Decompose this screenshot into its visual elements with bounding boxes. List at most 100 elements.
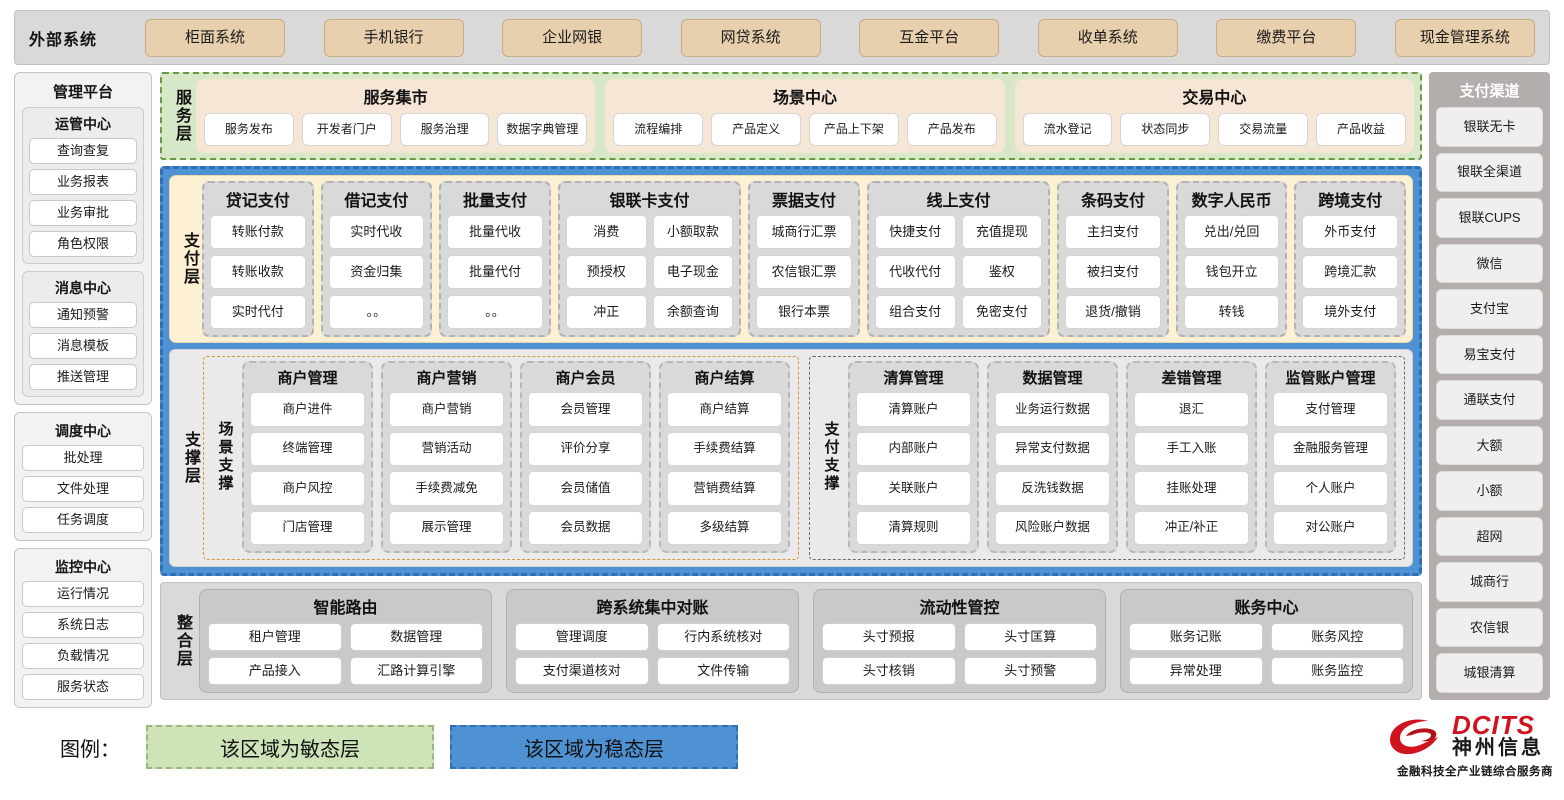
integration-item[interactable]: 租户管理 — [208, 623, 342, 651]
payment-item[interactable]: 城商行汇票 — [756, 215, 852, 249]
payment-item[interactable]: 预授权 — [565, 255, 647, 289]
support-item[interactable]: 会员管理 — [528, 392, 643, 427]
payment-channel-chip[interactable]: 微信 — [1436, 243, 1543, 284]
payment-item[interactable]: 转账付款 — [210, 215, 306, 249]
management-item[interactable]: 业务审批 — [29, 200, 137, 226]
payment-item[interactable]: 境外支付 — [1302, 295, 1399, 329]
support-item[interactable]: 支付管理 — [1273, 392, 1388, 427]
payment-channel-chip[interactable]: 易宝支付 — [1436, 334, 1543, 375]
payment-channel-chip[interactable]: 大额 — [1436, 425, 1543, 466]
payment-channel-chip[interactable]: 通联支付 — [1436, 380, 1543, 420]
management-item[interactable]: 消息模板 — [29, 333, 137, 359]
payment-item[interactable]: 电子现金 — [652, 255, 734, 289]
payment-item[interactable]: 批量代付 — [447, 255, 543, 289]
external-system-chip[interactable]: 缴费平台 — [1216, 18, 1357, 57]
support-item[interactable]: 清算规则 — [856, 510, 971, 545]
payment-item[interactable]: 充值提现 — [961, 215, 1043, 249]
management-item[interactable]: 批处理 — [22, 445, 144, 471]
support-item[interactable]: 退汇 — [1134, 392, 1249, 427]
payment-item[interactable]: 钱包开立 — [1183, 255, 1280, 289]
management-item[interactable]: 查询查复 — [29, 138, 137, 164]
management-item[interactable]: 文件处理 — [22, 476, 144, 502]
support-item[interactable]: 会员数据 — [528, 510, 643, 545]
integration-item[interactable]: 账务记账 — [1129, 623, 1263, 651]
integration-item[interactable]: 异常处理 — [1129, 657, 1263, 685]
service-item[interactable]: 交易流量 — [1218, 113, 1309, 146]
service-item[interactable]: 服务治理 — [399, 113, 490, 146]
support-item[interactable]: 商户风控 — [250, 471, 365, 506]
payment-item[interactable]: 农信银汇票 — [756, 255, 852, 289]
support-item[interactable]: 金融服务管理 — [1273, 431, 1388, 466]
support-item[interactable]: 展示管理 — [389, 510, 504, 545]
integration-item[interactable]: 汇路计算引擎 — [349, 657, 483, 685]
integration-item[interactable]: 头寸匡算 — [963, 623, 1097, 651]
payment-channel-chip[interactable]: 城银清算 — [1436, 653, 1543, 693]
management-item[interactable]: 推送管理 — [29, 364, 137, 390]
integration-item[interactable]: 账务风控 — [1270, 623, 1404, 651]
management-item[interactable]: 负载情况 — [22, 643, 144, 669]
service-item[interactable]: 流水登记 — [1022, 113, 1113, 146]
payment-item[interactable]: 批量代收 — [447, 215, 543, 249]
payment-channel-chip[interactable]: 银联无卡 — [1436, 107, 1543, 147]
payment-item[interactable]: 银行本票 — [756, 295, 852, 329]
payment-channel-chip[interactable]: 支付宝 — [1436, 289, 1543, 329]
payment-channel-chip[interactable]: 银联CUPS — [1436, 198, 1543, 238]
support-item[interactable]: 冲正/补正 — [1134, 510, 1249, 545]
external-system-chip[interactable]: 柜面系统 — [145, 18, 285, 57]
payment-item[interactable]: 实时代付 — [210, 295, 306, 329]
payment-item[interactable]: 。。 — [447, 295, 543, 329]
payment-item[interactable]: 外币支付 — [1302, 215, 1399, 249]
payment-channel-chip[interactable]: 农信银 — [1436, 607, 1543, 648]
payment-item[interactable]: 消费 — [565, 215, 647, 249]
support-item[interactable]: 商户营销 — [389, 392, 504, 427]
support-item[interactable]: 业务运行数据 — [995, 392, 1110, 427]
service-item[interactable]: 数据字典管理 — [497, 113, 588, 146]
payment-item[interactable]: 兑出/兑回 — [1183, 215, 1280, 249]
support-item[interactable]: 商户进件 — [250, 392, 365, 427]
support-item[interactable]: 手工入账 — [1134, 431, 1249, 466]
management-item[interactable]: 任务调度 — [22, 507, 144, 533]
service-item[interactable]: 产品发布 — [906, 113, 997, 146]
management-item[interactable]: 系统日志 — [22, 612, 144, 638]
payment-channel-chip[interactable]: 超网 — [1436, 516, 1543, 557]
support-item[interactable]: 终端管理 — [250, 431, 365, 466]
support-item[interactable]: 营销费结算 — [667, 471, 782, 506]
support-item[interactable]: 反洗钱数据 — [995, 471, 1110, 506]
service-item[interactable]: 产品上下架 — [808, 113, 899, 146]
service-item[interactable]: 开发者门户 — [301, 113, 392, 146]
management-item[interactable]: 服务状态 — [22, 674, 144, 700]
support-item[interactable]: 清算账户 — [856, 392, 971, 427]
management-item[interactable]: 运行情况 — [22, 581, 144, 607]
support-item[interactable]: 对公账户 — [1273, 510, 1388, 545]
integration-item[interactable]: 支付渠道核对 — [515, 657, 649, 685]
support-item[interactable]: 挂账处理 — [1134, 471, 1249, 506]
payment-item[interactable]: 鉴权 — [961, 255, 1043, 289]
integration-item[interactable]: 头寸核销 — [822, 657, 956, 685]
support-item[interactable]: 关联账户 — [856, 471, 971, 506]
service-item[interactable]: 产品收益 — [1316, 113, 1406, 146]
service-item[interactable]: 产品定义 — [711, 113, 801, 146]
payment-item[interactable]: 免密支付 — [961, 295, 1043, 329]
payment-item[interactable]: 转账收款 — [210, 255, 306, 289]
external-system-chip[interactable]: 网贷系统 — [680, 18, 821, 57]
payment-item[interactable]: 资金归集 — [328, 255, 425, 289]
integration-item[interactable]: 行内系统核对 — [656, 623, 790, 651]
payment-channel-chip[interactable]: 城商行 — [1436, 562, 1543, 602]
payment-item[interactable]: 退货/撤销 — [1065, 295, 1161, 329]
support-item[interactable]: 手续费减免 — [389, 471, 504, 506]
integration-item[interactable]: 账务监控 — [1270, 657, 1404, 685]
payment-item[interactable]: 小额取款 — [652, 215, 734, 249]
management-item[interactable]: 角色权限 — [29, 231, 137, 257]
support-item[interactable]: 门店管理 — [250, 510, 365, 545]
payment-item[interactable]: 冲正 — [565, 295, 647, 329]
external-system-chip[interactable]: 现金管理系统 — [1394, 18, 1535, 57]
support-item[interactable]: 手续费结算 — [667, 431, 782, 466]
support-item[interactable]: 内部账户 — [856, 431, 971, 466]
payment-item[interactable]: 主扫支付 — [1065, 215, 1161, 249]
integration-item[interactable]: 头寸预警 — [963, 657, 1097, 685]
support-item[interactable]: 异常支付数据 — [995, 431, 1110, 466]
payment-channel-chip[interactable]: 小额 — [1436, 471, 1543, 511]
integration-item[interactable]: 产品接入 — [208, 657, 342, 685]
support-item[interactable]: 营销活动 — [389, 431, 504, 466]
external-system-chip[interactable]: 企业网银 — [502, 18, 643, 57]
